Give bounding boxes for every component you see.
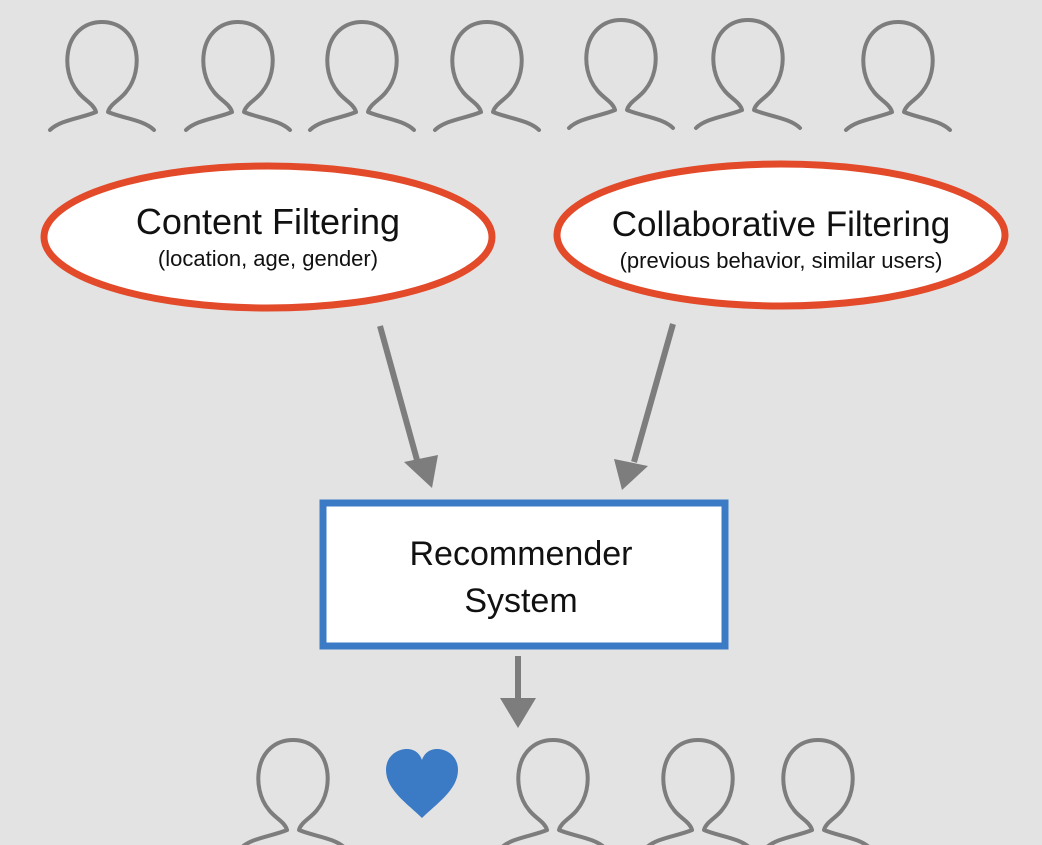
collaborative-filtering-node: Collaborative Filtering (previous behavi…: [553, 160, 1009, 310]
person-icon: [433, 20, 541, 132]
collaborative-filtering-ellipse: [553, 160, 1009, 310]
person-icon: [499, 738, 607, 845]
person-icon: [644, 738, 752, 845]
arrowhead: [614, 459, 648, 490]
arrowhead: [500, 698, 536, 728]
arrowhead: [404, 455, 438, 488]
arrow-shaft: [377, 325, 420, 461]
collaborative-filtering-title: Collaborative Filtering: [612, 205, 950, 244]
recommender-line1: Recommender: [410, 535, 633, 573]
arrow-content-to-recommender: [377, 325, 438, 488]
person-icon: [567, 18, 675, 130]
arrow-shaft: [631, 323, 676, 463]
arrow-recommender-to-users: [500, 656, 536, 728]
person-icon: [694, 18, 802, 130]
person-icon: [844, 20, 952, 132]
person-icon: [239, 738, 347, 845]
top-people-row: [48, 18, 952, 132]
recommender-system-node: Recommender System: [319, 499, 729, 650]
content-filtering-title: Content Filtering: [136, 201, 400, 242]
content-filtering-ellipse: [40, 162, 496, 312]
collaborative-filtering-subtitle: (previous behavior, similar users): [620, 248, 943, 273]
recommender-system-box: [319, 499, 729, 650]
content-filtering-node: Content Filtering (location, age, gender…: [40, 162, 496, 312]
heart-icon: [386, 749, 458, 818]
bottom-people-row: [239, 738, 872, 845]
person-icon: [308, 20, 416, 132]
person-icon: [48, 20, 156, 132]
person-icon: [184, 20, 292, 132]
recommender-line2: System: [464, 582, 577, 620]
arrow-collaborative-to-recommender: [614, 323, 676, 490]
person-icon: [764, 738, 872, 845]
content-filtering-subtitle: (location, age, gender): [158, 246, 378, 271]
